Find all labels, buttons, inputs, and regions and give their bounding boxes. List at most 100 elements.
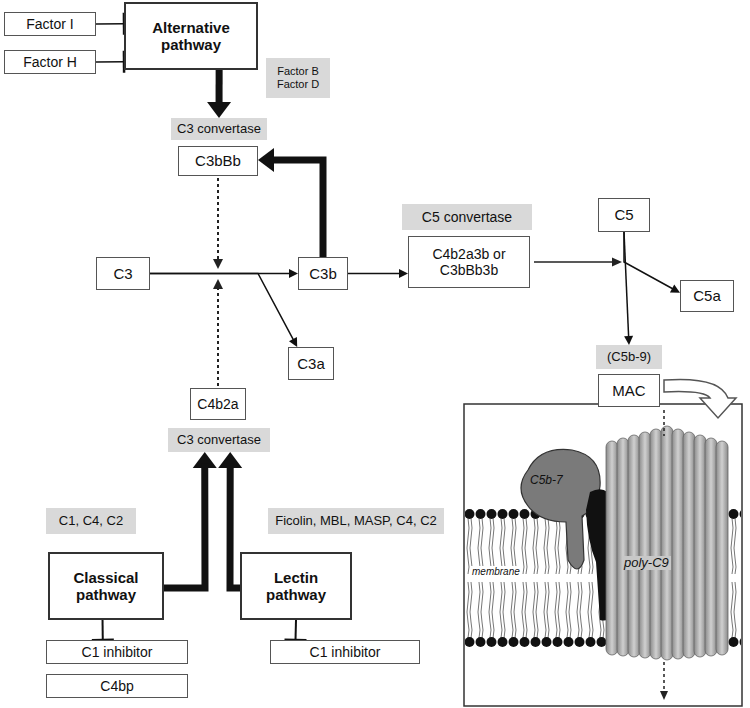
node-text: Classical pathway: [50, 569, 162, 604]
c9-stave: [606, 441, 618, 655]
protein-box: C5: [598, 198, 650, 232]
illustration-frame: [464, 404, 742, 706]
reaction-arrow: [624, 232, 633, 345]
c9-stave: [650, 429, 662, 659]
component-tag: Ficolin, MBL, MASP, C4, C2: [268, 508, 444, 534]
node-text: Factor B: [277, 65, 319, 78]
c9-stave: [694, 435, 706, 657]
connector-line: [96, 23, 124, 25]
mac-to-membrane-arrow: [664, 379, 736, 418]
node-text: Alternative pathway: [126, 19, 256, 54]
catalysis-arrow: [217, 178, 219, 260]
connector-line: [295, 620, 298, 640]
node-text: C4b2a: [197, 396, 238, 412]
complex-box: C4b2a: [190, 388, 246, 420]
inhibition-line: [96, 51, 124, 73]
membrane-label: membrane: [470, 566, 522, 577]
node-text: C5 convertase: [422, 209, 512, 225]
node-text: (C5b-9): [607, 350, 651, 365]
fragment-box: C3a: [288, 347, 334, 380]
reaction-arrow: [348, 269, 408, 278]
node-text: Factor H: [23, 54, 77, 70]
protein-box: C3b: [298, 257, 348, 290]
cleavage-head: [612, 258, 622, 267]
node-text: MAC: [612, 382, 645, 399]
connector-line: [164, 463, 205, 588]
inhibitor-box: Factor H: [4, 50, 96, 74]
connector-line: [96, 61, 124, 63]
reaction-arrow: [150, 274, 297, 348]
convertase-tag: C5 convertase: [402, 204, 532, 230]
c9-stave: [661, 426, 673, 660]
node-text: C4b2a3b or C3bBb3b: [409, 246, 529, 278]
fragment-box: C5a: [680, 280, 734, 312]
pathway-arrow: [207, 70, 231, 118]
node-text: C3b: [309, 265, 337, 282]
node-text: C5a: [693, 287, 721, 304]
pathway-arrow: [164, 452, 217, 588]
inhibition-line: [96, 13, 124, 35]
connector-line: [150, 274, 294, 342]
complex-box: C4b2a3b or C3bBb3b: [408, 236, 530, 288]
c9-stave: [672, 429, 684, 659]
complex-tag: (C5b-9): [596, 345, 662, 369]
node-text: C3a: [297, 355, 325, 372]
node-text: C3bBb: [195, 152, 241, 169]
connector-line: [624, 232, 674, 290]
pore-flow: [663, 662, 665, 692]
pore-flow-head: [660, 691, 668, 700]
inhibitor-box: C1 inhibitor: [46, 640, 188, 664]
pathway-box: Alternative pathway: [124, 2, 258, 70]
pathway-arrow: [258, 148, 323, 257]
cleavage-arrow: [534, 261, 614, 263]
c9-stave: [705, 438, 717, 656]
pathway-box: Classical pathway: [48, 552, 164, 620]
pore-flow: [663, 410, 665, 436]
pathway-box: Lectin pathway: [240, 552, 352, 620]
protein-box: C3: [96, 257, 150, 290]
connector-line: [102, 620, 104, 640]
node-text: Factor I: [26, 16, 73, 32]
inhibitor-box: Factor I: [4, 12, 96, 36]
pathway-arrow: [218, 452, 242, 588]
connector-line: [269, 160, 323, 257]
complex-box: MAC: [598, 374, 660, 407]
catalysis-arrow: [217, 288, 219, 386]
c9-stave: [683, 432, 695, 658]
connector-line: [624, 232, 629, 339]
node-text: C3 convertase: [177, 433, 261, 448]
catalysis-head: [213, 259, 223, 269]
node-text: C4bp: [100, 678, 133, 694]
convertase-tag: C3 convertase: [168, 428, 270, 452]
c9-stave: [716, 441, 728, 655]
c9-stave: [639, 432, 651, 658]
component-tag: C1, C4, C2: [46, 508, 136, 534]
node-text: C5: [614, 206, 633, 223]
catalysis-head: [213, 279, 223, 289]
node-text: Lectin pathway: [242, 569, 350, 604]
node-text: C1 inhibitor: [82, 644, 153, 660]
convertase-tag: C3 convertase: [171, 118, 267, 140]
complex-box: C3bBb: [178, 146, 258, 176]
connector-line: [216, 70, 223, 107]
connector-line: [348, 273, 402, 275]
inhibition-line: [92, 620, 114, 640]
node-text: C1, C4, C2: [59, 514, 123, 529]
pore-label: poly-C9: [622, 556, 671, 570]
node-text: Factor D: [277, 78, 319, 91]
inhibition-line: [285, 620, 307, 640]
complex-label: C5b-7: [530, 474, 563, 487]
node-text: Ficolin, MBL, MASP, C4, C2: [275, 514, 437, 529]
node-text: C3 convertase: [177, 122, 261, 137]
node-text: C1 inhibitor: [310, 644, 381, 660]
connector-line: [230, 463, 240, 588]
poly-c9-pore: [606, 426, 728, 660]
c9-stave: [617, 438, 629, 656]
node-text: C3: [113, 265, 132, 282]
c9-stave: [628, 435, 640, 657]
reaction-arrow: [624, 232, 680, 293]
factor-tag: Factor BFactor D: [266, 58, 330, 98]
inhibitor-box: C4bp: [46, 674, 188, 698]
inhibitor-box: C1 inhibitor: [270, 640, 420, 664]
